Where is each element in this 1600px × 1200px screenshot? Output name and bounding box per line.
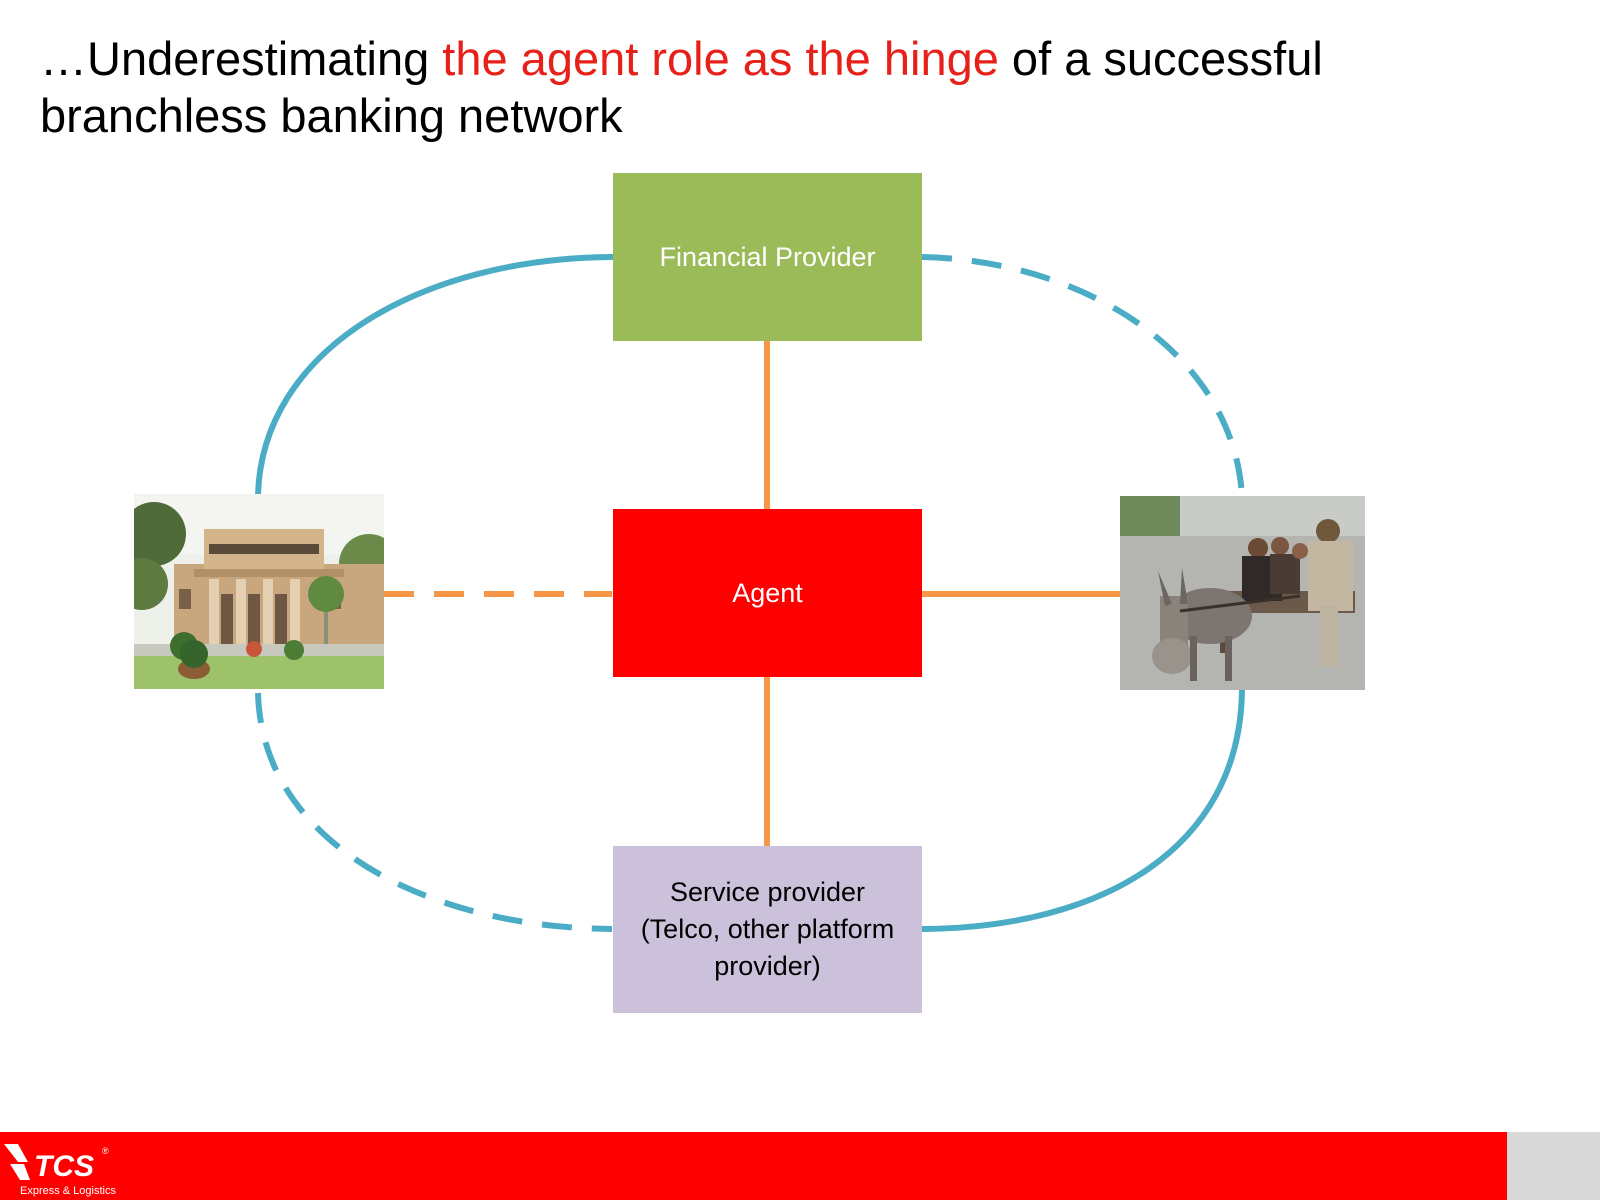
service-provider-label: Service provider (Telco, other platform … <box>640 877 895 981</box>
logo-subtitle: Express & Logistics <box>20 1185 116 1197</box>
logo-registered-mark: ® <box>102 1146 109 1156</box>
bank-building-photo <box>134 494 384 689</box>
agent-box: Agent <box>613 509 922 677</box>
title-part-2: of a successful branchless banking netwo… <box>40 32 1323 142</box>
agent-label: Agent <box>732 577 803 608</box>
connector-financial-to-bank <box>255 254 616 498</box>
connector-customer-to-service <box>919 687 1245 932</box>
service-provider-box: Service provider (Telco, other platform … <box>613 846 922 1013</box>
footer-bar <box>0 1132 1507 1200</box>
title-part-1: …Underestimating <box>40 32 443 85</box>
logo-text: TCS <box>34 1150 94 1183</box>
connector-financial-to-customer <box>921 254 1245 496</box>
tcs-logo: TCS ® <box>4 1144 109 1183</box>
footer-grey-block <box>1507 1132 1600 1200</box>
financial-provider-box: Financial Provider <box>613 173 922 341</box>
connector-bank-to-service <box>255 692 613 932</box>
donkey-cart-photo <box>1120 496 1365 690</box>
financial-provider-label: Financial Provider <box>659 241 876 272</box>
slide-title: …Underestimating the agent role as the h… <box>40 30 1460 144</box>
title-highlight: the agent role as the hinge <box>442 32 999 85</box>
